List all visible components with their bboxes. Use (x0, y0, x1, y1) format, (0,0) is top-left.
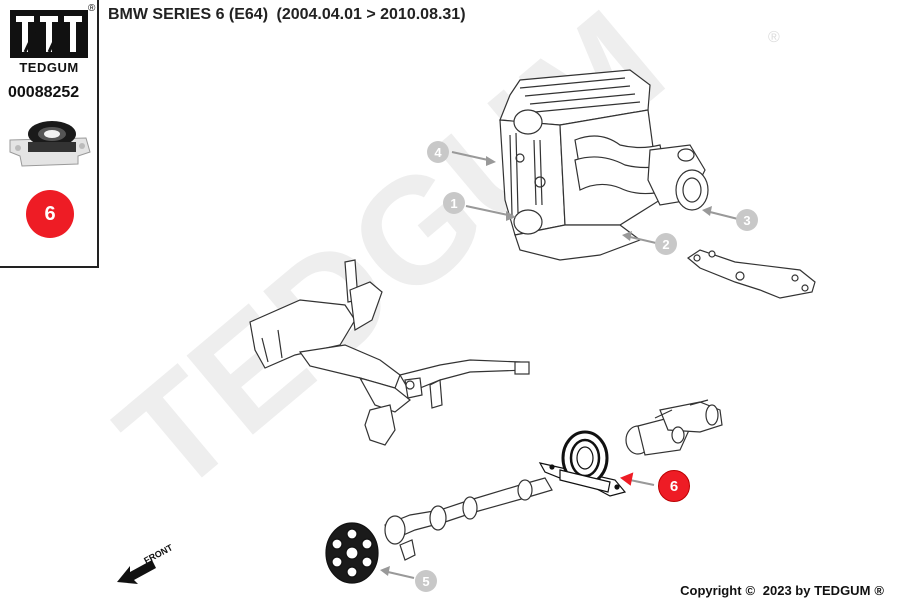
callout-6-highlighted[interactable]: 6 (658, 470, 690, 502)
front-subframe[interactable] (249, 259, 530, 446)
callout-5[interactable]: 5 (415, 570, 437, 592)
center-bearing-thumbnail[interactable] (8, 112, 92, 174)
callout-4[interactable]: 4 (427, 141, 449, 163)
callout-2[interactable]: 2 (655, 233, 677, 255)
callout-2-label: 2 (662, 237, 669, 252)
copyright-symbol: © (745, 583, 756, 598)
footer-registered-mark: ® (874, 583, 884, 598)
vehicle-title: BMW SERIES 6 (E64) (2004.04.01 > 2010.08… (108, 6, 470, 24)
brand-name: TEDGUM (19, 60, 79, 75)
callout-1[interactable]: 1 (443, 192, 465, 214)
gearbox-mount-bracket[interactable] (686, 249, 816, 299)
callout-4-label: 4 (434, 145, 442, 160)
universal-joint[interactable] (625, 399, 723, 456)
part-number: 00088252 (8, 84, 80, 101)
callout-3[interactable]: 3 (736, 209, 758, 231)
callout-5-label: 5 (422, 574, 429, 589)
logo-registered-mark: ® (88, 3, 96, 14)
callout-leaders (380, 151, 739, 579)
copyright-owner: 2023 by TEDGUM (762, 583, 871, 598)
tedgum-logo-icon (10, 10, 88, 58)
copyright-footer: Copyright© 2023 by TEDGUM® (680, 583, 884, 598)
callout-1-label: 1 (450, 196, 457, 211)
part-callout-badge: 6 (26, 190, 74, 238)
center-bearing[interactable] (538, 430, 627, 497)
callout-3-label: 3 (743, 213, 750, 228)
flex-disc[interactable] (325, 522, 379, 584)
front-direction-arrow: FRONT (117, 542, 175, 584)
engine-assembly[interactable] (499, 69, 709, 261)
front-label: FRONT (142, 542, 175, 566)
vehicle-model: BMW SERIES 6 (E64) (108, 6, 269, 23)
watermark-registered-mark: ® (768, 29, 780, 46)
copyright-word: Copyright (680, 583, 742, 598)
vehicle-years: (2004.04.01 > 2010.08.31) (276, 6, 466, 23)
propeller-shaft[interactable] (384, 477, 553, 561)
part-info-panel: ® TEDGUM 00088252 6 (0, 0, 99, 268)
